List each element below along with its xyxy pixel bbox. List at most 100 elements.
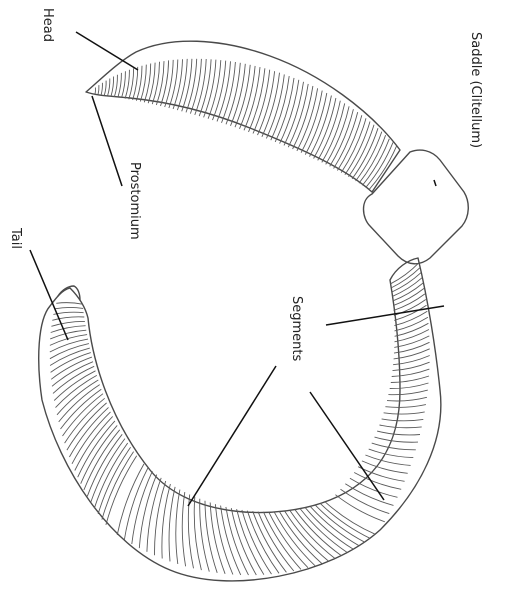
body-segment-ring [253,511,287,572]
body-segment-ring [388,390,427,395]
body-segment-ring [295,510,341,556]
body-segment-ring [210,503,225,574]
body-segment-ring [63,394,104,436]
body-segment-ring [52,317,84,320]
body-segment-ring [114,75,117,97]
body-segment-ring [51,326,86,333]
body-segment-ring [226,63,240,125]
body-segment-ring [140,65,146,102]
body-segment-ring [53,366,94,393]
body-segment-ring [393,288,424,305]
body-segment-ring [244,67,260,130]
body-segment-ring [50,348,90,365]
body-segment-ring [78,421,115,477]
body-segment-ring [325,502,375,534]
body-segment-ring [393,362,430,370]
lower-body-outline [39,258,441,581]
saddle-clitellum [364,150,469,264]
body-segment-ring [65,398,105,443]
body-segment-ring [50,344,89,359]
prostomium-leader-line [92,96,122,186]
body-segment-ring [369,449,414,458]
body-segment-ring [194,497,201,570]
body-segment-ring [390,383,429,389]
body-segment-ring [384,412,425,414]
segments-leader-line-upper [326,306,444,325]
body-segment-ring [59,385,100,422]
head-leader-line [76,32,138,70]
label-tail: Tail [8,227,23,249]
body-segment-ring [84,430,120,490]
body-segment-ring [382,419,424,421]
worm-lower-body [39,258,441,581]
body-segment-ring [380,425,422,428]
label-prostomium: Prostomium [127,162,142,240]
body-segment-ring [51,353,91,373]
body-segment-ring [50,330,86,339]
label-head: Head [40,8,55,42]
body-segment-ring [391,376,429,383]
body-segment-ring [315,505,364,542]
body-segment-ring [375,437,419,442]
body-segment-ring [310,507,359,546]
body-segment-ring [117,464,144,535]
body-segment-ring [67,403,107,450]
body-segment-ring [240,66,256,129]
body-segment-ring [176,490,180,564]
body-segment-ring [263,512,301,570]
body-segment-ring [94,443,127,508]
body-segment-ring [55,307,83,308]
segments-leader-line-right [310,392,384,500]
body-segment-ring [231,64,246,126]
body-segment-ring [258,512,294,571]
body-segment-ring [320,504,370,539]
body-segment-ring [118,73,122,98]
body-segment-ring [213,61,226,121]
body-segment-ring [56,303,82,305]
body-segment-ring [300,509,347,553]
body-segment-ring [106,456,137,525]
body-segment-ring [262,73,280,137]
body-segment-ring [335,495,384,522]
body-segment-ring [247,511,279,574]
body-segment-ring [385,405,426,408]
body-segment-ring [104,81,106,96]
body-segment-ring [72,412,111,464]
body-segment-ring [101,83,102,95]
body-segment-ring [91,439,125,503]
body-segment-ring [215,504,233,574]
body-segment-ring [387,397,427,401]
lower-body-segments [50,263,430,575]
label-saddle: Saddle (Clitellum) [468,32,483,148]
body-segment-ring [221,506,241,575]
body-segment-ring [222,62,236,123]
body-segment-ring [372,443,416,450]
segments-leader-line-left [188,366,276,506]
body-segment-ring [75,416,113,470]
body-segment-ring [87,434,122,496]
tail-leader-line [30,250,68,340]
body-segment-ring [147,478,161,552]
body-segment-ring [108,79,110,96]
body-segment-ring [274,512,315,566]
body-segment-ring [81,425,118,483]
body-segment-ring [51,321,85,326]
body-segment-ring [217,61,231,121]
body-segment-ring [269,512,308,568]
body-segment-ring [98,85,99,95]
body-segment-ring [111,77,114,97]
body-segment-ring [169,487,175,562]
body-segment-ring [182,492,185,566]
body-segment-ring [102,452,134,520]
body-segment-ring [69,407,108,457]
body-segment-ring [122,71,126,98]
body-segment-ring [53,312,83,314]
body-segment-ring [235,65,250,127]
body-segment-ring [305,508,353,550]
label-segments: Segments [289,296,304,362]
body-segment-ring [377,431,420,435]
body-segment-ring [394,294,425,311]
body-segment-ring [61,389,102,429]
